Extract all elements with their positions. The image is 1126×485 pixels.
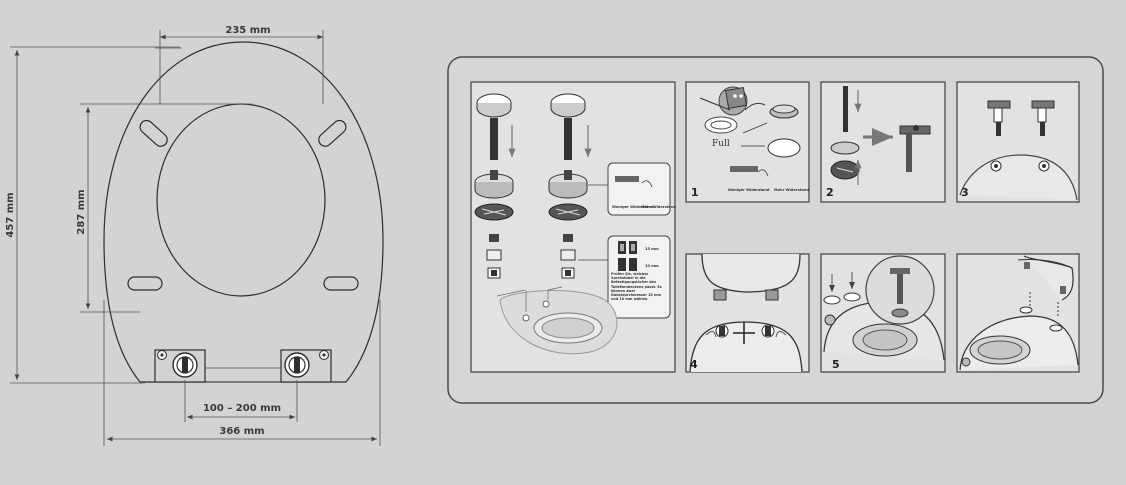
full-label: Full [712, 139, 730, 149]
seat-inner-opening [156, 103, 326, 297]
callout-less-label: Weniger Widerstand [612, 205, 654, 209]
assembly-panel: Weniger Widerstand Mehr Widerstand 15 mm… [470, 81, 676, 373]
dim-height-inner: 287 mm [76, 103, 252, 313]
hinge-right [280, 349, 332, 383]
step-3-number: 3 [961, 186, 969, 199]
dim-height-total: 457 mm [5, 46, 180, 384]
bowl-sketch [496, 286, 618, 355]
step-6-panel [956, 253, 1080, 373]
step-1-number: 1 [691, 186, 699, 199]
hinge-left [154, 349, 206, 383]
step-1-more-label: Mehr Widerstand [774, 188, 809, 192]
bolt-stack-right [548, 93, 592, 279]
bumper-slot-bottom-left [127, 276, 163, 291]
seat-dimension-drawing: 235 mm 457 mm 287 mm 100 – 200 mm [5, 25, 384, 446]
dim-height-total-label: 457 mm [5, 192, 16, 237]
step-3-bolt-right [1031, 100, 1055, 136]
dim-width-top: 235 mm [155, 25, 324, 104]
seat-outer-outline [103, 41, 384, 383]
dim-height-inner-label: 287 mm [76, 189, 87, 234]
callout-more-label: Mehr Widerstand [641, 205, 676, 209]
step-5-panel: 5 [820, 253, 946, 373]
bumper-slot-top-right [318, 119, 347, 147]
dowel-15mm-label: 15 mm [645, 247, 659, 251]
resistance-callout: Weniger Widerstand Mehr Widerstand [588, 162, 676, 216]
dim-width-bottom: 366 mm [103, 300, 381, 446]
step-3-bolt-left [987, 100, 1011, 136]
step-1-panel: Full 1 Weniger Widerstand Mehr Widerstan… [685, 81, 810, 203]
bumper-slot-bottom-right [323, 276, 359, 291]
step-2-panel: 2 [820, 81, 946, 203]
step-5-number: 5 [832, 358, 840, 371]
dowel-callout: 15 mm 10 mm Prüfen Sie, welcher Spreizdü… [578, 235, 671, 319]
bumper-slot-top-left [139, 119, 168, 147]
dim-hinge-spacing: 100 – 200 mm [184, 380, 298, 422]
step-4-number: 4 [690, 358, 698, 371]
bolt-stack-left [474, 93, 516, 279]
dowel-10mm-label: 10 mm [645, 264, 659, 268]
dowel-note: Prüfen Sie, welcher Spreizdübel in die B… [611, 272, 662, 302]
dim-width-bottom-label: 366 mm [219, 426, 264, 437]
step-1-less-label: Weniger Widerstand [728, 188, 770, 192]
step-2-number: 2 [826, 186, 834, 199]
dim-hinge-spacing-label: 100 – 200 mm [203, 403, 281, 414]
step-4-panel: 4 [685, 253, 810, 373]
step-3-panel: 3 [956, 81, 1080, 203]
dim-width-top-label: 235 mm [225, 25, 270, 36]
